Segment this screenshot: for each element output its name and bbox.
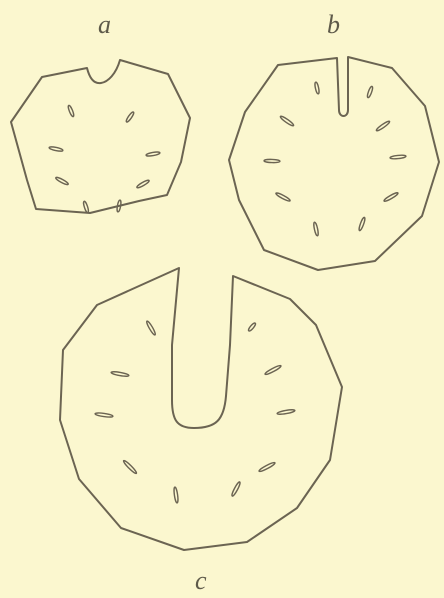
slit — [313, 222, 319, 236]
slit — [277, 409, 295, 415]
slit — [390, 155, 406, 160]
slit — [314, 82, 320, 94]
slit — [264, 364, 281, 375]
slit — [275, 192, 291, 202]
slit — [111, 371, 129, 377]
figure-b-outline — [229, 57, 439, 270]
slit — [280, 115, 295, 127]
slit — [366, 86, 373, 98]
slit — [49, 146, 63, 152]
slit — [123, 460, 138, 475]
slit — [95, 412, 113, 418]
slit — [136, 179, 150, 189]
slit — [146, 151, 160, 157]
slit — [231, 481, 241, 497]
slit — [248, 322, 257, 332]
slit — [67, 105, 74, 117]
slit — [173, 487, 178, 503]
figure-a — [11, 60, 190, 213]
slit — [83, 201, 90, 213]
figure-b-slits — [264, 82, 406, 236]
slit — [383, 192, 398, 203]
slit — [125, 111, 135, 123]
figure-c — [60, 268, 342, 550]
figure-b — [229, 57, 439, 270]
slit — [258, 461, 275, 472]
figure-c-slits — [95, 320, 295, 503]
slit — [376, 120, 391, 132]
slit — [146, 320, 157, 335]
figure-a-outline — [11, 60, 190, 213]
figure-a-slits — [49, 105, 160, 213]
slit — [264, 159, 280, 163]
slit — [358, 217, 366, 231]
slit — [55, 176, 69, 185]
figure-c-outline — [60, 268, 342, 550]
